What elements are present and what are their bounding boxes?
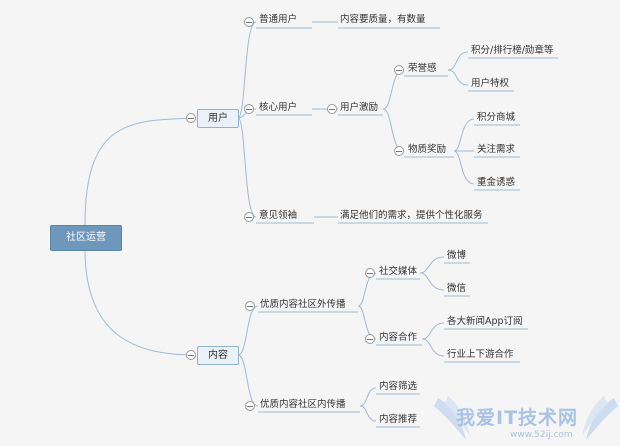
- node-content[interactable]: 内容: [197, 346, 239, 365]
- node-social-media[interactable]: 社交媒体: [379, 266, 418, 277]
- node-material-reward[interactable]: 物质奖励: [408, 144, 447, 155]
- node-opinion-leaders-note[interactable]: 满足他们的需求，提供个性化服务: [340, 210, 483, 221]
- root-node[interactable]: 社区运营: [50, 225, 122, 251]
- node-core-users[interactable]: 核心用户: [259, 102, 298, 113]
- node-internal-item[interactable]: 内容推荐: [379, 414, 418, 425]
- node-social-item[interactable]: 微博: [447, 250, 467, 261]
- node-material-item[interactable]: 关注需求: [477, 144, 516, 155]
- node-content-coop[interactable]: 内容合作: [379, 332, 418, 343]
- node-normal-users[interactable]: 普通用户: [259, 14, 298, 25]
- node-internal-spread[interactable]: 优质内容社区内传播: [260, 399, 346, 410]
- collapse-toggle-core-users[interactable]: [244, 104, 254, 114]
- watermark-url: www.52ij.com: [510, 430, 573, 440]
- collapse-toggle-coop[interactable]: [365, 334, 375, 344]
- watermark-text: 我爱IT技术网: [456, 407, 579, 429]
- node-external-spread[interactable]: 优质内容社区外传播: [260, 299, 346, 310]
- node-users[interactable]: 用户: [197, 109, 239, 128]
- node-social-item[interactable]: 微信: [447, 283, 467, 294]
- node-user-incentive[interactable]: 用户激励: [340, 102, 379, 113]
- node-opinion-leaders[interactable]: 意见领袖: [259, 210, 298, 221]
- connector-root-content: [84, 248, 197, 356]
- node-honor-item[interactable]: 用户特权: [471, 78, 510, 89]
- connector-root-users: [84, 117, 197, 226]
- node-honor-item[interactable]: 积分/排行榜/勋章等: [471, 45, 554, 56]
- node-internal-item[interactable]: 内容筛选: [379, 381, 418, 392]
- node-normal-users-note[interactable]: 内容要质量，有数量: [340, 14, 426, 25]
- collapse-toggle-material[interactable]: [394, 146, 404, 156]
- node-coop-item[interactable]: 行业上下游合作: [447, 349, 514, 360]
- node-material-item[interactable]: 重金诱惑: [477, 177, 516, 188]
- watermark-wings-logo: [434, 396, 618, 440]
- collapse-toggle-external[interactable]: [245, 301, 255, 311]
- collapse-toggle-internal[interactable]: [245, 401, 255, 411]
- collapse-toggle-users[interactable]: [186, 113, 196, 123]
- collapse-toggle-opinion-leaders[interactable]: [244, 212, 254, 222]
- collapse-toggle-social[interactable]: [365, 268, 375, 278]
- node-coop-item[interactable]: 各大新闻App订阅: [447, 316, 523, 327]
- collapse-toggle-incentive[interactable]: [327, 104, 337, 114]
- collapse-toggle-normal-users[interactable]: [244, 17, 254, 27]
- node-material-item[interactable]: 积分商城: [477, 112, 516, 123]
- collapse-toggle-honor[interactable]: [394, 65, 404, 75]
- collapse-toggle-content[interactable]: [186, 350, 196, 360]
- node-honor[interactable]: 荣誉感: [408, 63, 437, 74]
